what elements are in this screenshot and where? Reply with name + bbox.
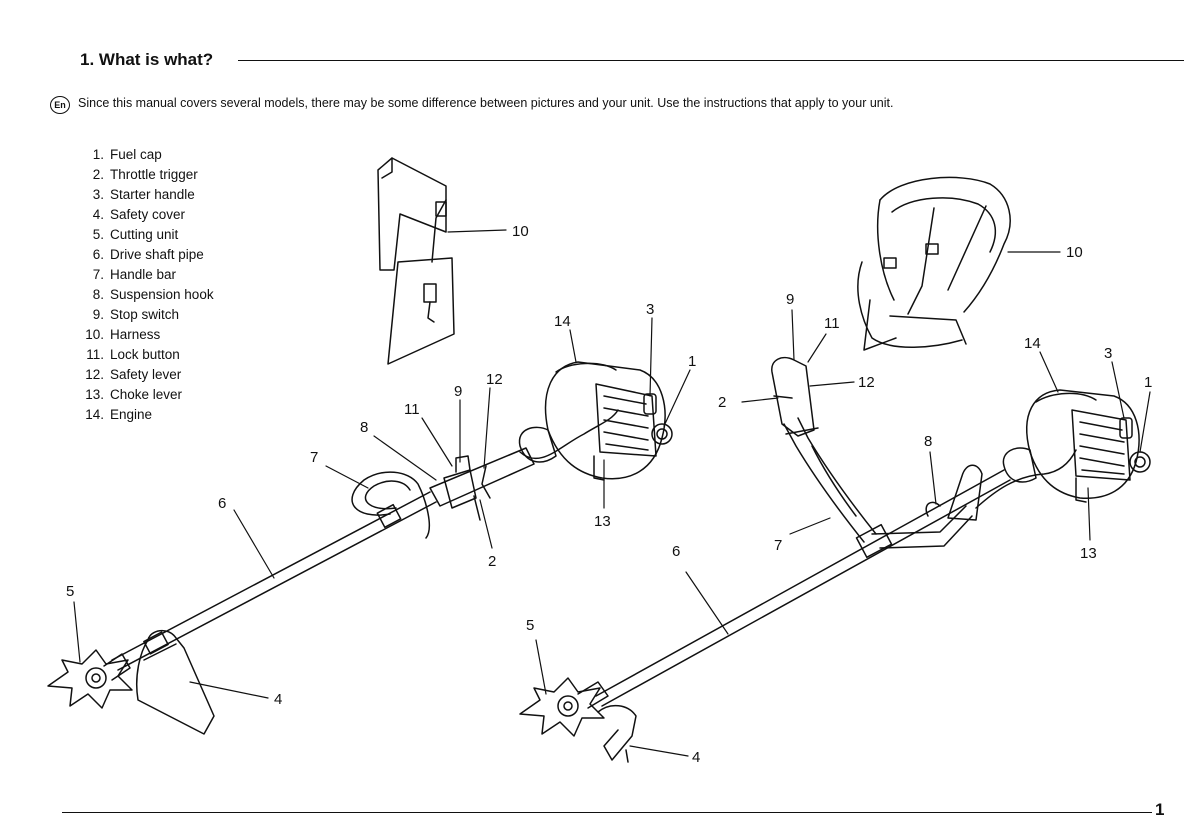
callout-7-right: 7	[774, 537, 782, 554]
heading-rule	[238, 60, 1184, 61]
legend-number: 11.	[86, 347, 104, 362]
legend-item: 11. Lock button	[70, 345, 214, 365]
legend-item: 9. Stop switch	[70, 305, 214, 325]
legend-number: 5.	[92, 227, 104, 242]
callout-13-right: 13	[1080, 545, 1097, 562]
legend-label: Suspension hook	[110, 287, 214, 302]
intro-text: Since this manual covers several models,…	[78, 96, 894, 110]
callout-9-right: 9	[786, 291, 794, 308]
legend-item: 12. Safety lever	[70, 365, 214, 385]
legend-label: Harness	[110, 327, 161, 342]
legend-number: 7.	[92, 267, 104, 282]
callout-5-right: 5	[526, 617, 534, 634]
legend-number: 12.	[85, 367, 104, 382]
legend-label: Engine	[110, 407, 153, 422]
legend-item: 1. Fuel cap	[70, 145, 214, 165]
callout-4-left: 4	[274, 691, 282, 708]
legend-item: 2. Throttle trigger	[70, 165, 214, 185]
legend-label: Cutting unit	[110, 227, 179, 242]
legend-item: 10. Harness	[70, 325, 214, 345]
callout-9-left: 9	[454, 383, 462, 400]
legend-label: Lock button	[110, 347, 180, 362]
legend-item: 4. Safety cover	[70, 205, 214, 225]
legend-item: 13. Choke lever	[70, 385, 214, 405]
legend-label: Fuel cap	[110, 147, 162, 162]
legend-item: 3. Starter handle	[70, 185, 214, 205]
legend-number: 13.	[85, 387, 104, 402]
legend-item: 14. Engine	[70, 405, 214, 425]
section-heading: 1. What is what?	[80, 50, 214, 69]
right-trimmer-illustration	[519, 356, 1151, 763]
callout-13-left: 13	[594, 513, 611, 530]
callout-10-left: 10	[512, 223, 529, 240]
callout-2-left: 2	[488, 553, 496, 570]
callout-14-left: 14	[554, 313, 571, 330]
callout-1-right: 1	[1144, 374, 1152, 391]
legend-label: Stop switch	[110, 307, 180, 322]
legend-number: 3.	[92, 187, 104, 202]
legend-number: 2.	[92, 167, 104, 182]
legend-number: 4.	[92, 207, 104, 222]
legend-label: Throttle trigger	[110, 167, 198, 182]
legend-number: 9.	[92, 307, 104, 322]
callout-4-right: 4	[692, 749, 700, 766]
legend-number: 8.	[92, 287, 104, 302]
callout-7-left: 7	[310, 449, 318, 466]
left-trimmer-illustration	[47, 361, 673, 735]
callout-11-right: 11	[824, 315, 840, 332]
callout-6-right: 6	[672, 543, 680, 560]
callout-leaders	[73, 229, 1151, 757]
parts-legend: 1. Fuel cap 2. Throttle trigger 3. Starter …	[70, 145, 214, 425]
callout-8-left: 8	[360, 419, 368, 436]
legend-label: Handle bar	[110, 267, 177, 282]
legend-number: 10.	[85, 327, 104, 342]
legend-item: 8. Suspension hook	[70, 285, 214, 305]
callout-3-right: 3	[1104, 345, 1112, 362]
callout-12-right: 12	[858, 374, 875, 391]
callout-2-right: 2	[718, 394, 726, 411]
legend-label: Choke lever	[110, 387, 183, 402]
callout-5-left: 5	[66, 583, 74, 600]
legend-number: 6.	[92, 247, 104, 262]
callout-8-right: 8	[924, 433, 932, 450]
double-shoulder-harness-illustration	[857, 176, 1011, 351]
page-number: 1	[1155, 800, 1165, 819]
callout-3-left: 3	[646, 301, 654, 318]
legend-label: Drive shaft pipe	[110, 247, 204, 262]
callout-6-left: 6	[218, 495, 226, 512]
legend-number: 14.	[85, 407, 104, 422]
callout-1-left: 1	[688, 353, 696, 370]
legend-label: Safety lever	[110, 367, 182, 382]
single-strap-harness-illustration	[377, 157, 455, 365]
legend-number: 1.	[92, 147, 104, 162]
legend-label: Safety cover	[110, 207, 186, 222]
language-badge: En	[50, 96, 70, 114]
callout-10-right: 10	[1066, 244, 1083, 261]
legend-label: Starter handle	[110, 187, 195, 202]
footer-rule	[62, 812, 1152, 813]
callout-12-left: 12	[486, 371, 503, 388]
callout-11-left: 11	[404, 401, 420, 418]
legend-item: 6. Drive shaft pipe	[70, 245, 214, 265]
legend-item: 7. Handle bar	[70, 265, 214, 285]
callout-14-right: 14	[1024, 335, 1041, 352]
legend-item: 5. Cutting unit	[70, 225, 214, 245]
callout-numbers: 10 10 14 3 1 12 9 11 8 7 6 5 4 2 13 9 11…	[66, 223, 1152, 766]
